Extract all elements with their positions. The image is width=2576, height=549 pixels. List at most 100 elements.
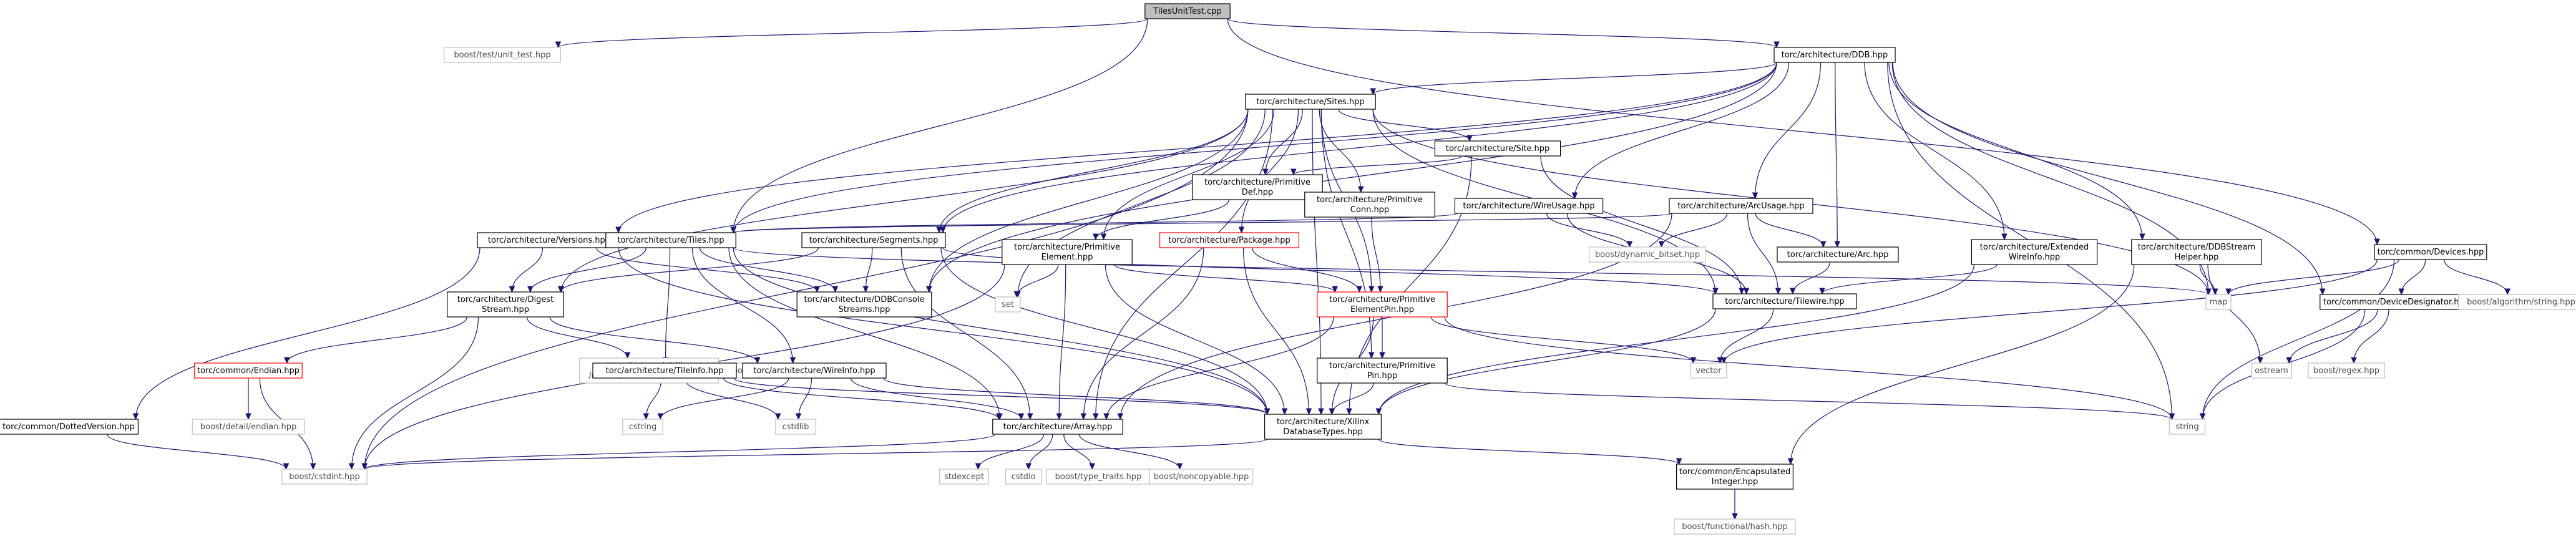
node-package[interactable]: torc/architecture/Package.hpp xyxy=(1159,232,1299,248)
arrowhead xyxy=(1775,288,1782,295)
arrowhead xyxy=(1834,241,1841,248)
edge-devices-to-string xyxy=(2202,259,2395,420)
node-sites[interactable]: torc/architecture/Sites.hpp xyxy=(1245,94,1376,110)
node-stdexcept[interactable]: stdexcept xyxy=(939,469,989,485)
arrowhead xyxy=(1752,192,1759,200)
node-label: torc/architecture/Versions.hpp xyxy=(488,236,610,245)
node-label: torc/common/Devices.hpp xyxy=(2378,248,2484,257)
arrowhead xyxy=(1743,288,1750,295)
node-label: TilesUnitTest.cpp xyxy=(1153,7,1221,16)
node-boost-type-traits[interactable]: boost/type_traits.hpp xyxy=(1046,469,1151,485)
node-box xyxy=(622,419,663,435)
node-boost-noncopyable[interactable]: boost/noncopyable.hpp xyxy=(1149,469,1254,485)
node-label: boost/detail/endian.hpp xyxy=(200,422,297,432)
node-label: torc/common/Endian.hpp xyxy=(197,366,300,376)
arrowhead xyxy=(1117,413,1123,420)
node-box xyxy=(992,419,1123,435)
arrowhead xyxy=(2351,357,2357,364)
node-label: torc/architecture/DDBStream xyxy=(2138,243,2255,252)
node-label: Pin.hpp xyxy=(1367,371,1397,381)
arrowhead xyxy=(754,357,761,364)
edge-sites-to-segments xyxy=(939,109,1249,233)
node-boost-cstdint[interactable]: boost/cstdint.hpp xyxy=(281,469,368,485)
node-devicedesignator[interactable]: torc/common/DeviceDesignator.hpp xyxy=(2320,294,2473,310)
node-boost-unit-test[interactable]: boost/test/unit_test.hpp xyxy=(443,47,561,63)
node-label: cstdlib xyxy=(783,422,809,432)
node-string[interactable]: string xyxy=(2169,419,2206,435)
arrowhead xyxy=(1676,458,1682,465)
node-ostream[interactable]: ostream xyxy=(2251,362,2292,379)
edge-arcusage-to-arc xyxy=(1755,213,1824,248)
node-versions[interactable]: torc/architecture/Versions.hpp xyxy=(477,232,622,248)
node-xilinx-db[interactable]: torc/architecture/XilinxDatabaseTypes.hp… xyxy=(1264,414,1382,440)
edge-tiles-to-tileinfo xyxy=(665,247,671,364)
node-boost-detail-endian[interactable]: boost/detail/endian.hpp xyxy=(192,419,305,435)
node-cstdio[interactable]: cstdio xyxy=(1005,469,1042,485)
node-cstdlib[interactable]: cstdlib xyxy=(775,419,816,435)
node-label: Stream.hpp xyxy=(482,305,529,314)
node-vector[interactable]: vector xyxy=(1690,362,1727,379)
arrowhead xyxy=(2257,357,2263,364)
node-label: torc/architecture/WireInfo.hpp xyxy=(753,366,875,376)
node-boost-functional-hash[interactable]: boost/functional/hash.hpp xyxy=(1674,518,1796,535)
edge-xilinx-db-to-encap-int xyxy=(1378,439,1680,465)
edge-versions-to-ddbconsole xyxy=(596,247,817,293)
arrowhead xyxy=(1238,226,1245,234)
node-wireinfo[interactable]: torc/architecture/WireInfo.hpp xyxy=(742,362,887,379)
node-site[interactable]: torc/architecture/Site.hpp xyxy=(1434,140,1561,157)
arrowhead xyxy=(795,413,802,420)
node-segments[interactable]: torc/architecture/Segments.hpp xyxy=(801,232,946,248)
node-tileinfo[interactable]: torc/architecture/TileInfo.hpp xyxy=(592,362,737,379)
node-box xyxy=(1264,414,1382,440)
node-arc[interactable]: torc/architecture/Arc.hpp xyxy=(1777,246,1899,263)
node-dottedversion[interactable]: torc/common/DottedVersion.hpp xyxy=(0,419,139,435)
node-ddb[interactable]: torc/architecture/DDB.hpp xyxy=(1773,47,1896,63)
node-box xyxy=(1777,246,1899,263)
arrowhead xyxy=(1025,463,1032,470)
node-label: torc/architecture/Digest xyxy=(457,295,554,304)
edge-sites-to-set xyxy=(1017,109,1266,298)
node-prim-elempin[interactable]: torc/architecture/PrimitiveElementPin.hp… xyxy=(1317,291,1448,318)
arrowhead xyxy=(936,226,942,234)
node-label: boost/cstdint.hpp xyxy=(289,472,360,482)
arrowhead xyxy=(2139,233,2145,241)
node-endian[interactable]: torc/common/Endian.hpp xyxy=(194,362,303,379)
arrowhead xyxy=(789,357,796,364)
edge-sites-to-array xyxy=(1095,109,1273,420)
arrowhead xyxy=(730,226,736,234)
node-boost-algo-string[interactable]: boost/algorithm/string.hpp xyxy=(2457,294,2576,310)
edge-ext-wireinfo-to-tilewire xyxy=(1822,264,1998,294)
node-boost-dynbitset[interactable]: boost/dynamic_bitset.hpp xyxy=(1589,246,1707,263)
node-boost-regex[interactable]: boost/regex.hpp xyxy=(2308,362,2385,379)
node-map[interactable]: map xyxy=(2205,294,2232,310)
node-box xyxy=(605,232,736,248)
edge-sites-to-prim-element xyxy=(1103,109,1275,240)
node-root[interactable]: TilesUnitTest.cpp xyxy=(1144,3,1231,19)
node-wireusage[interactable]: torc/architecture/WireUsage.hpp xyxy=(1454,198,1604,214)
node-label: torc/architecture/Primitive xyxy=(1204,178,1310,187)
edge-tileinfo-to-cstdlib xyxy=(683,377,779,420)
arrowhead xyxy=(1176,463,1183,470)
node-box xyxy=(1712,293,1857,309)
edge-sites-to-prim-def xyxy=(1265,109,1303,175)
edge-devicedesignator-to-boost-regex xyxy=(2353,309,2389,364)
arrowhead xyxy=(1346,408,1352,415)
node-set[interactable]: set xyxy=(995,296,1021,313)
node-arcusage[interactable]: torc/architecture/ArcUsage.hpp xyxy=(1669,198,1813,214)
node-tilewire[interactable]: torc/architecture/Tilewire.hpp xyxy=(1712,293,1857,309)
node-devices[interactable]: torc/common/Devices.hpp xyxy=(2374,244,2487,260)
edge-prim-elempin-to-array xyxy=(1106,316,1334,420)
node-box xyxy=(939,469,989,485)
node-cstring[interactable]: cstring xyxy=(622,419,663,435)
node-tiles[interactable]: torc/architecture/Tiles.hpp xyxy=(605,232,736,248)
node-array[interactable]: torc/architecture/Array.hpp xyxy=(992,419,1123,435)
